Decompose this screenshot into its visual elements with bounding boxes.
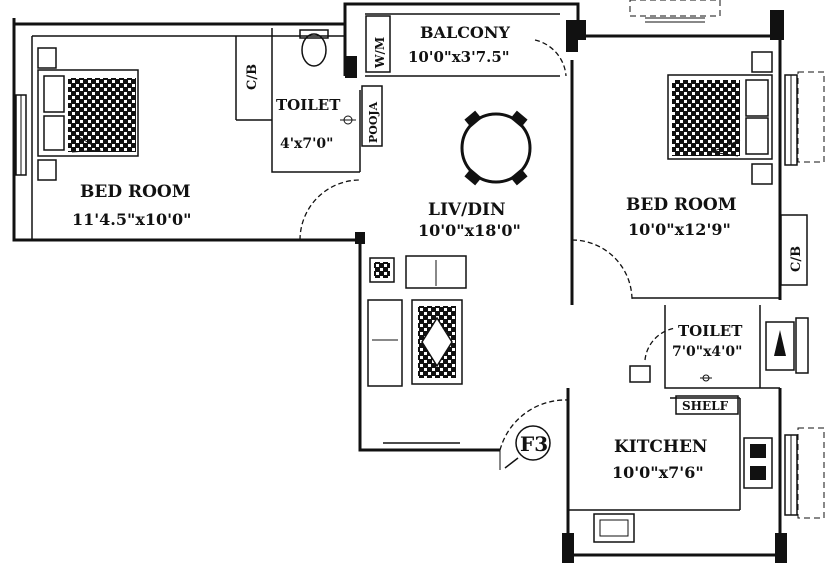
toilet-right-name: TOILET xyxy=(678,322,743,340)
cb-right-label: C/B xyxy=(789,246,804,272)
shelf-label: SHELF xyxy=(682,399,729,413)
flat-id-label: F3 xyxy=(520,432,548,456)
kitchen-fixtures xyxy=(593,437,773,543)
living-dim: 10'0"x18'0" xyxy=(418,221,521,240)
bedroom-right-name: BED ROOM xyxy=(626,195,737,215)
toilet-top-dim: 4'x7'0" xyxy=(280,136,333,152)
cb-left-label: C/B xyxy=(245,64,260,90)
kitchen-name: KITCHEN xyxy=(614,437,707,457)
wm-label: W/M xyxy=(373,37,387,69)
kitchen-dim: 10'0"x7'6" xyxy=(612,463,704,482)
walls xyxy=(12,2,808,557)
toilet-right-dim: 7'0"x4'0" xyxy=(672,344,742,360)
pooja-label: POOJA xyxy=(367,101,380,143)
toilet-top-fixtures xyxy=(299,29,356,125)
bedroom-left-name: BED ROOM xyxy=(80,182,191,202)
balcony-dim: 10'0"x3'7.5" xyxy=(408,48,510,66)
bed-right xyxy=(667,51,773,185)
bed-left xyxy=(37,47,139,181)
bedroom-right-dim: 10'0"x12'9" xyxy=(628,220,731,239)
bedroom-left-dim: 11'4.5"x10'0" xyxy=(72,210,192,229)
flat-id-circle xyxy=(515,425,551,461)
toilet-right-fixtures xyxy=(629,321,795,383)
windows xyxy=(15,0,825,519)
dining-set xyxy=(460,110,532,186)
balcony-name: BALCONY xyxy=(420,23,510,42)
toilet-top-name: TOILET xyxy=(276,96,341,114)
doors xyxy=(299,39,677,470)
sofa-set xyxy=(367,255,467,387)
columns xyxy=(345,10,787,563)
labels: BED ROOM 11'4.5"x10'0" C/B TOILET 4'x7'0… xyxy=(72,23,804,482)
living-name: LIV/DIN xyxy=(428,200,506,220)
